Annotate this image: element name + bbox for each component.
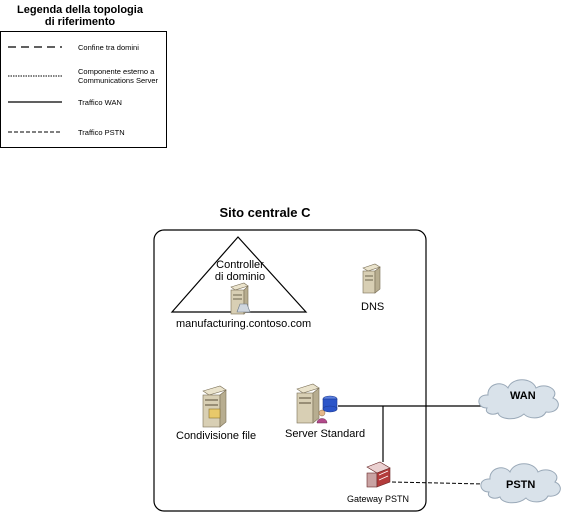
standard-server-label: Server Standard xyxy=(285,428,366,440)
pstn-link-line xyxy=(391,481,485,485)
central-site-boundary xyxy=(153,229,427,512)
dns-label: DNS xyxy=(361,301,385,313)
legend-item-pstn-traffic: Traffico PSTN xyxy=(78,128,125,137)
legend-item-label-line2: Communications Server xyxy=(78,76,159,85)
legend-item-domain-boundary: Confine tra domini xyxy=(78,43,139,52)
pstn-cloud-icon xyxy=(480,463,561,504)
legend-item-wan-traffic: Traffico WAN xyxy=(78,98,122,107)
domain-controller-label-line2: di dominio xyxy=(214,271,266,283)
domain-controller-label: Controller di dominio xyxy=(210,259,270,283)
legend-item-label: Componente esterno a xyxy=(78,67,155,76)
legend-item-label: Confine tra domini xyxy=(78,43,139,52)
legend-item-external-component: Componente esterno a Communications Serv… xyxy=(78,67,158,85)
dns-server-icon xyxy=(362,263,381,294)
pstn-cloud-label: PSTN xyxy=(506,479,536,491)
file-share-label: Condivisione file xyxy=(176,430,257,442)
site-title: Sito centrale C xyxy=(219,205,311,220)
domain-controller-server-icon xyxy=(230,282,251,315)
wan-cloud-label: WAN xyxy=(510,390,536,402)
legend-title-line1: Legenda della topologia xyxy=(17,4,143,16)
legend-title-line2: di riferimento xyxy=(44,16,116,28)
file-share-server-icon xyxy=(202,385,227,428)
legend-item-label: Traffico PSTN xyxy=(78,128,125,137)
legend-box xyxy=(0,31,167,148)
pstn-gateway-label: Gateway PSTN xyxy=(347,494,410,504)
wan-cloud-icon xyxy=(478,379,559,420)
domain-name-label: manufacturing.contoso.com xyxy=(176,318,312,330)
legend-item-label: Traffico WAN xyxy=(78,98,122,107)
standard-server-icon xyxy=(296,383,338,424)
pstn-gateway-icon xyxy=(366,461,391,488)
domain-controller-label-line1: Controller xyxy=(216,259,264,271)
legend-title: Legenda della topologia di riferimento xyxy=(0,4,160,28)
